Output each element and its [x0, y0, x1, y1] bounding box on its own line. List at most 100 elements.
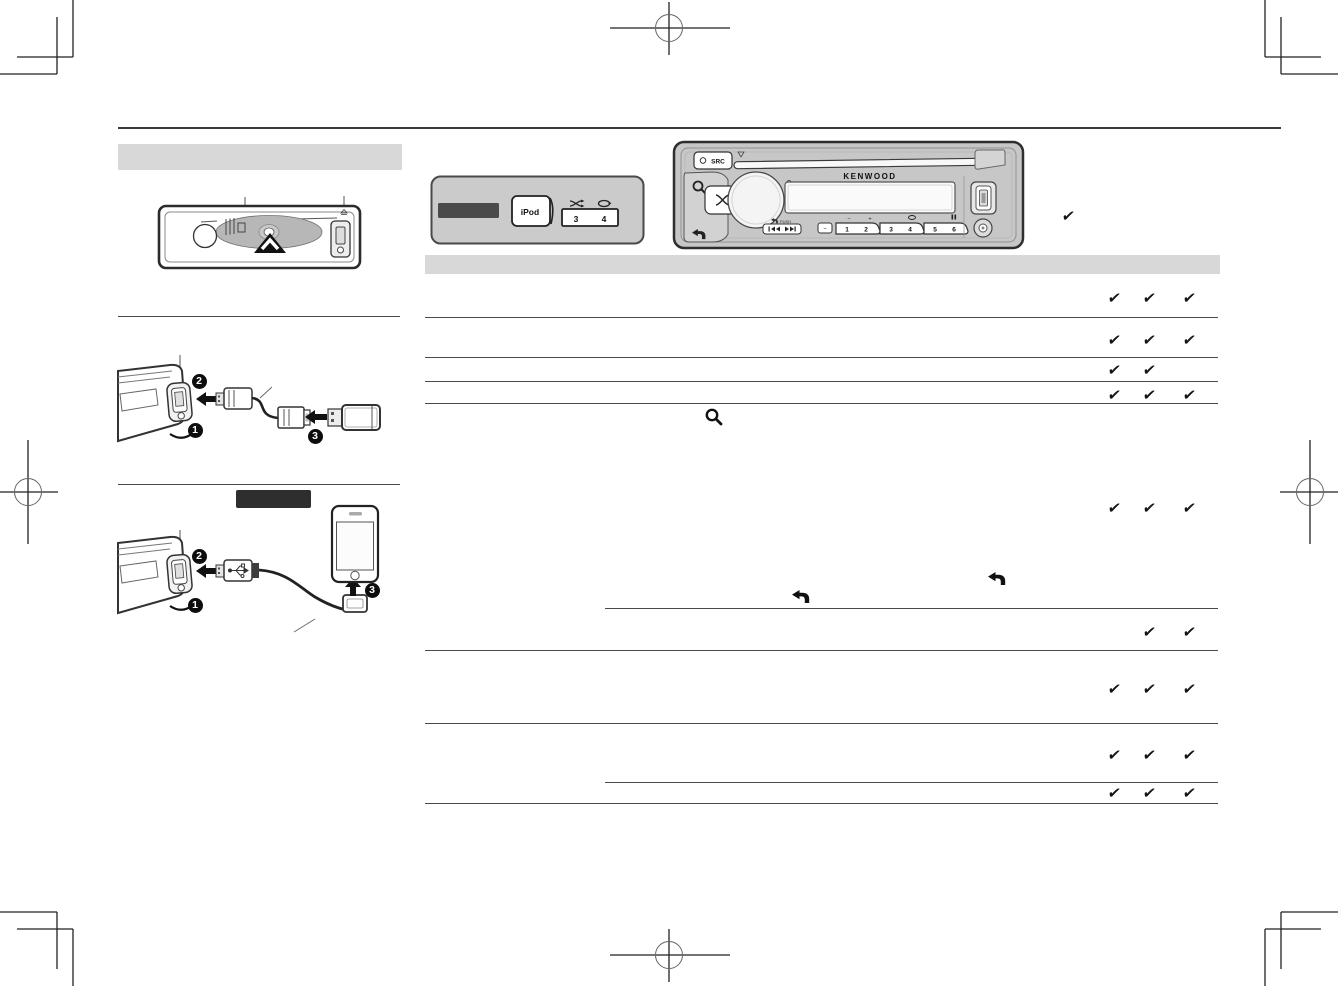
hint-plus: +	[868, 217, 871, 223]
return-icon	[771, 218, 778, 224]
repeat-icon	[908, 215, 916, 220]
extension-cable	[251, 396, 279, 420]
trim-mark-top-left	[0, 0, 74, 75]
cable-leader-line	[293, 618, 316, 633]
preset-4: 4	[908, 227, 912, 234]
preset-2: 2	[864, 227, 868, 234]
aux-jack	[177, 412, 185, 420]
trim-mark-top-right	[1264, 0, 1338, 75]
left-column-divider-2	[118, 484, 400, 485]
dock-connector	[342, 594, 368, 613]
table-divider-4	[425, 403, 1218, 405]
table-divider-9	[425, 803, 1218, 805]
trim-mark-bottom-right	[1264, 911, 1338, 986]
usb-port	[970, 181, 997, 215]
push-label: PUSH	[771, 218, 791, 224]
preset-3: 3	[889, 227, 893, 234]
return-icon	[792, 590, 810, 603]
preset-5: 5	[933, 227, 937, 234]
preset-3-4-buttons: 3 4	[561, 208, 619, 227]
compat-table-header-bar	[425, 255, 1220, 274]
cable-leader-line	[259, 386, 273, 399]
registration-mark-right-center	[1280, 440, 1338, 544]
step-badge-2: 2	[191, 373, 207, 389]
display	[784, 181, 956, 214]
iphone	[330, 504, 380, 584]
previous-track-icon	[768, 226, 780, 232]
usb-extension-socket	[277, 406, 311, 429]
repeat-icon	[597, 199, 612, 208]
step-badge-3: 3	[364, 582, 380, 598]
preset-4-label: 4	[602, 214, 607, 224]
att-button: −	[817, 222, 833, 234]
iphone-speaker	[349, 512, 362, 516]
power-icon	[699, 157, 707, 164]
preset-buttons: 1 2 3 4 5 6	[835, 222, 969, 235]
step-badge-3: 3	[307, 428, 323, 444]
usb-connection-illustration	[117, 355, 381, 443]
receiver-display	[119, 560, 159, 584]
table-divider-6	[425, 650, 1218, 652]
aux-jack	[973, 218, 993, 238]
disc-label-marks	[225, 218, 235, 235]
hint-minus: –	[848, 216, 851, 222]
table-divider-8	[605, 782, 1218, 784]
cd-insert-illustration	[157, 196, 362, 270]
usb-port	[335, 226, 346, 245]
registration-mark-left-center	[0, 440, 58, 544]
next-track-icon	[785, 226, 796, 232]
step-badge-1: 1	[187, 597, 203, 613]
usb-cable-plug	[215, 387, 253, 410]
preset-1: 1	[845, 227, 849, 234]
remote-display	[438, 203, 499, 218]
brand-logo: KENWOOD	[843, 172, 896, 181]
usb-trident-icon	[228, 563, 249, 578]
usb-port	[174, 391, 185, 407]
table-divider-7	[425, 723, 1218, 725]
registration-mark-bottom-center	[610, 929, 730, 982]
registration-mark-top-center	[610, 2, 730, 55]
aux-jack	[177, 584, 185, 592]
release-mark-icon	[737, 151, 745, 158]
preset-3-label: 3	[574, 214, 579, 224]
step-badge-2: 2	[191, 548, 207, 564]
ipod-button: iPod	[511, 195, 554, 227]
head-unit-image: SRC /MENU PUSH	[672, 140, 1025, 250]
volume-knob	[192, 223, 218, 249]
plug-direction-arrow	[196, 392, 218, 406]
plug-direction-arrow	[196, 564, 218, 578]
pause-icon	[951, 214, 957, 220]
receiver-display	[119, 388, 159, 412]
table-divider-5	[605, 608, 1218, 610]
step-badge-1: 1	[187, 422, 203, 438]
ipod-connection-illustration	[117, 504, 380, 633]
usb-thumb-drive	[327, 404, 381, 431]
eject-icon	[340, 208, 348, 215]
table-divider-3	[425, 381, 1218, 383]
shuffle-icon	[569, 199, 585, 208]
faceplate-release-tab	[974, 149, 1006, 170]
ipod-button-label: iPod	[521, 207, 539, 217]
svg-text:−: −	[823, 227, 827, 233]
table-divider-2	[425, 357, 1218, 359]
svg-text:PUSH: PUSH	[780, 219, 791, 224]
preset-6: 6	[952, 227, 956, 234]
page-top-rule	[118, 127, 1281, 129]
left-column-divider-1	[118, 316, 400, 317]
usb-port	[174, 563, 185, 579]
device-direction-arrow	[305, 410, 327, 424]
aux-jack	[337, 246, 344, 254]
return-icon	[988, 572, 1006, 585]
iphone-screen	[336, 521, 374, 571]
src-button-label: SRC	[711, 159, 725, 166]
usb-cover-open	[166, 553, 193, 595]
section-header-bar	[118, 144, 402, 170]
usb-cover-open	[166, 381, 193, 423]
remote-panel-image: iPod 3 4	[430, 175, 645, 245]
prev-next-button	[762, 223, 802, 235]
iphone-home-button	[350, 570, 360, 581]
ipod-cable-usb-plug	[215, 559, 259, 582]
return-icon	[692, 229, 706, 240]
